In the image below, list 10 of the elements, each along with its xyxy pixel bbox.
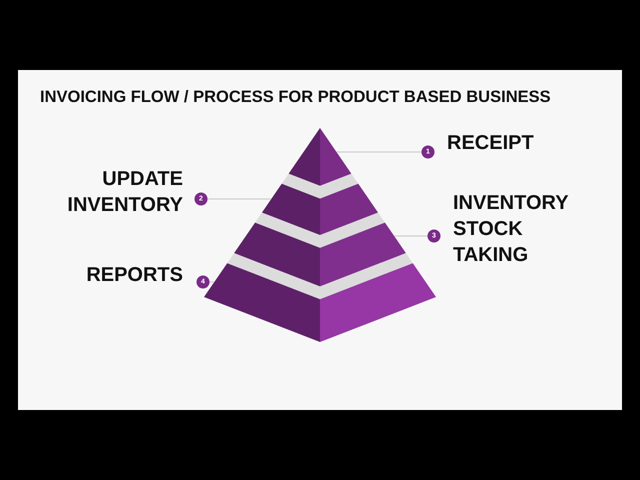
step-label: REPORTS [85, 263, 183, 288]
pyramid-tip [288, 128, 352, 186]
step-label: UPDATE INVENTORY [66, 167, 183, 218]
pyramid-tier [204, 263, 436, 342]
pyramid-tier [262, 184, 378, 235]
pyramid-tier [234, 222, 406, 286]
step-label: INVENTORY STOCK TAKING [453, 191, 570, 268]
leader-line [207, 198, 272, 200]
step-label: RECEIPT [447, 131, 535, 156]
title: INVOICING FLOW / PROCESS FOR PRODUCT BASED BUSINESS [40, 88, 551, 107]
